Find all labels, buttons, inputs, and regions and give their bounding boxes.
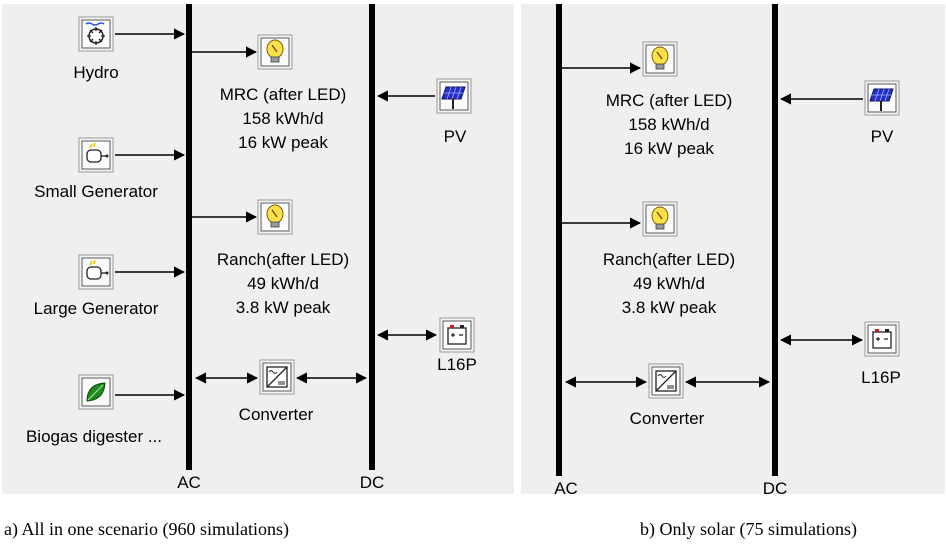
ranch-load-peak: 3.8 kW peak xyxy=(236,298,331,317)
panel-a-caption: a) All in one scenario (960 simulations) xyxy=(4,519,289,540)
panel-a-background xyxy=(2,4,514,494)
mrc-load-name: MRC (after LED) xyxy=(606,91,733,110)
ac-bus-label: AC xyxy=(554,479,578,498)
pv-icon[interactable] xyxy=(864,80,900,116)
bulb-icon[interactable] xyxy=(642,41,678,77)
battery-icon[interactable] xyxy=(864,321,900,357)
ranch-load-peak: 3.8 kW peak xyxy=(622,298,717,317)
ranch-load-name: Ranch(after LED) xyxy=(603,250,735,269)
panel-a: AC DC Hydro Small Generator Large Genera… xyxy=(2,4,514,494)
dc-bus-label: DC xyxy=(763,479,788,498)
panel-b: AC DC MRC (after LED) 158 kWh/d 16 kW pe… xyxy=(521,4,945,498)
pv-icon[interactable] xyxy=(436,78,472,114)
hydro-label: Hydro xyxy=(73,63,118,82)
battery-icon[interactable] xyxy=(439,317,475,353)
battery-label: L16P xyxy=(437,355,477,374)
battery-label: L16P xyxy=(861,368,901,387)
bulb-icon[interactable] xyxy=(257,199,293,235)
mrc-load-energy: 158 kWh/d xyxy=(628,115,709,134)
small-generator-icon[interactable] xyxy=(78,137,114,173)
converter-icon[interactable] xyxy=(648,363,684,399)
pv-label: PV xyxy=(444,127,467,146)
dc-bus-label: DC xyxy=(360,473,385,492)
small-generator-label: Small Generator xyxy=(34,182,158,201)
bulb-icon[interactable] xyxy=(257,34,293,70)
panel-b-caption: b) Only solar (75 simulations) xyxy=(640,519,857,540)
large-generator-label: Large Generator xyxy=(34,299,159,318)
ranch-load-energy: 49 kWh/d xyxy=(633,274,705,293)
ranch-load-name: Ranch(after LED) xyxy=(217,250,349,269)
mrc-load-energy: 158 kWh/d xyxy=(242,109,323,128)
large-generator-icon[interactable] xyxy=(78,254,114,290)
mrc-load-peak: 16 kW peak xyxy=(624,139,714,158)
bulb-icon[interactable] xyxy=(642,201,678,237)
ranch-load-energy: 49 kWh/d xyxy=(247,274,319,293)
converter-icon[interactable] xyxy=(259,359,295,395)
ac-bus-label: AC xyxy=(177,473,201,492)
converter-label: Converter xyxy=(239,405,314,424)
leaf-icon[interactable] xyxy=(78,374,114,410)
mrc-load-name: MRC (after LED) xyxy=(220,85,347,104)
panel-b-background xyxy=(521,4,945,494)
pv-label: PV xyxy=(871,127,894,146)
hydro-icon[interactable] xyxy=(78,16,114,52)
mrc-load-peak: 16 kW peak xyxy=(238,133,328,152)
biogas-digester-label: Biogas digester ... xyxy=(26,427,162,446)
converter-label: Converter xyxy=(630,409,705,428)
